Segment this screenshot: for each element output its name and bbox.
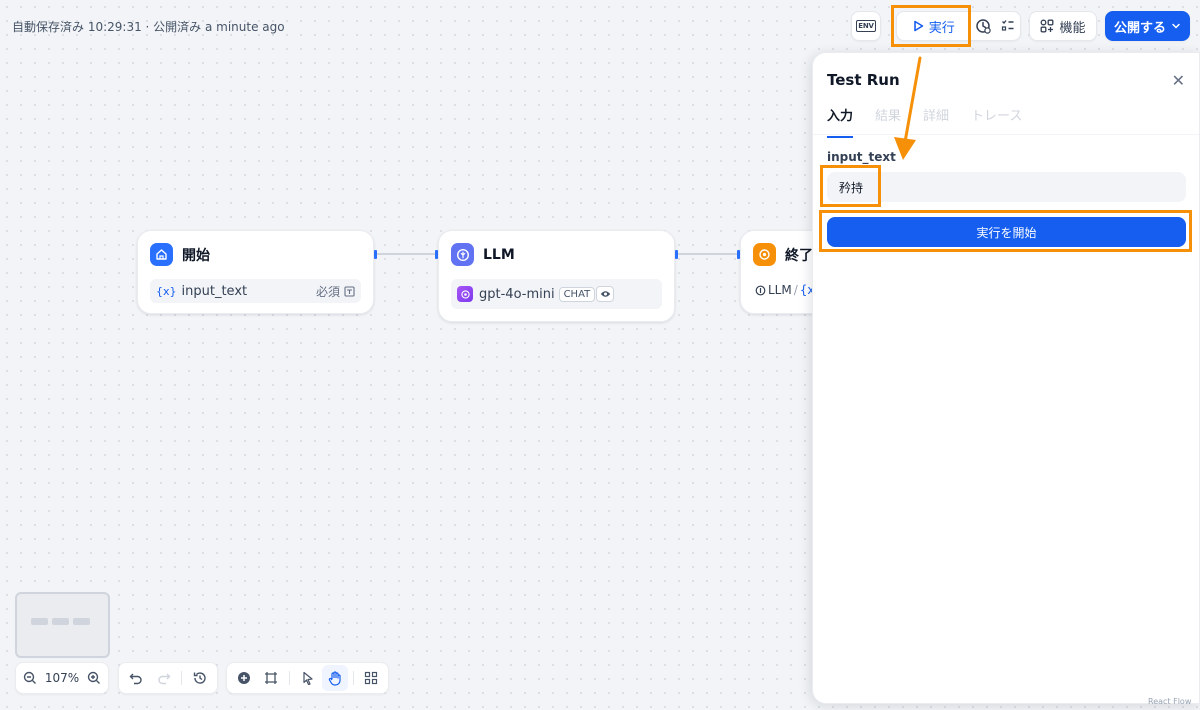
variable-icon: {x} <box>156 284 177 298</box>
redo-button[interactable] <box>151 665 177 691</box>
react-flow-credit[interactable]: React Flow <box>1148 697 1192 706</box>
zoom-controls: 107% <box>15 662 109 694</box>
run-history-button[interactable] <box>970 12 995 40</box>
llm-node-title: LLM <box>483 246 515 263</box>
home-icon <box>150 243 173 266</box>
organize-nodes-button[interactable] <box>359 665 384 691</box>
features-button[interactable]: 機能 <box>1029 11 1097 41</box>
test-run-panel: Test Run ✕ 入力 結果 詳細 トレース input_text 実行を開… <box>812 52 1200 704</box>
sticky-note-icon <box>265 672 278 684</box>
add-node-button[interactable] <box>231 665 256 691</box>
llm-node-icon <box>451 243 474 266</box>
end-node-icon <box>753 243 776 266</box>
start-variable-name: input_text <box>181 283 248 299</box>
canvas-tools <box>226 662 389 694</box>
redo-icon <box>157 673 171 685</box>
play-icon <box>913 20 923 32</box>
end-node-title: 終了 <box>785 247 813 264</box>
end-input-handle[interactable] <box>737 250 740 259</box>
text-field-icon <box>344 285 355 297</box>
publish-button[interactable]: 公開する <box>1105 11 1190 41</box>
llm-model-name: gpt-4o-mini <box>479 286 555 302</box>
hand-mode-button[interactable] <box>322 665 348 691</box>
run-button[interactable]: 実行 <box>897 12 970 40</box>
hand-icon <box>328 670 341 686</box>
llm-output-handle[interactable] <box>675 250 678 259</box>
end-ref-variable: {x <box>799 283 815 297</box>
end-ref-separator: / <box>793 283 798 297</box>
layout-grid-icon <box>365 671 378 685</box>
chevron-down-icon <box>1172 23 1180 29</box>
zoom-level[interactable]: 107% <box>44 671 80 685</box>
env-button[interactable]: ENV <box>851 11 881 41</box>
add-note-button[interactable] <box>258 665 283 691</box>
run-button-group: 実行 <box>896 11 1021 41</box>
start-run-button[interactable]: 実行を開始 <box>827 217 1186 247</box>
close-icon[interactable]: ✕ <box>1171 71 1185 90</box>
start-output-handle[interactable] <box>374 250 377 259</box>
start-node[interactable]: 開始 {x} input_text 必須 <box>137 230 374 314</box>
features-grid-icon <box>1041 19 1054 33</box>
tab-input[interactable]: 入力 <box>827 105 854 138</box>
input-text-field[interactable] <box>827 172 1186 202</box>
tab-detail[interactable]: 詳細 <box>923 109 950 124</box>
pointer-mode-button[interactable] <box>295 665 320 691</box>
version-history-button[interactable] <box>187 665 213 691</box>
required-badge: 必須 <box>316 283 355 300</box>
llm-model-row[interactable]: gpt-4o-mini CHAT <box>451 279 662 309</box>
zoom-in-icon <box>87 671 100 684</box>
features-label: 機能 <box>1059 20 1086 36</box>
tab-trace[interactable]: トレース <box>971 109 1023 124</box>
start-node-title: 開始 <box>182 247 210 264</box>
publish-label: 公開する <box>1113 20 1166 36</box>
llm-node[interactable]: LLM gpt-4o-mini CHAT <box>438 230 675 322</box>
tab-result[interactable]: 結果 <box>875 109 902 124</box>
end-ref-node: LLM <box>768 283 792 297</box>
chat-mode-tag: CHAT <box>558 286 596 302</box>
history-controls <box>118 662 218 694</box>
panel-tabs: 入力 結果 詳細 トレース <box>827 105 1199 138</box>
add-circle-icon <box>237 672 250 684</box>
undo-icon <box>129 673 142 685</box>
zoom-out-icon <box>24 671 37 684</box>
zoom-in-button[interactable] <box>83 665 104 691</box>
panel-title: Test Run <box>827 71 900 89</box>
checklist-button[interactable] <box>995 12 1020 40</box>
llm-ref-icon <box>755 285 766 295</box>
undo-button[interactable] <box>123 665 149 691</box>
tabs-divider <box>813 134 1199 135</box>
zoom-out-button[interactable] <box>20 665 41 691</box>
required-label: 必須 <box>315 284 340 299</box>
minimap[interactable] <box>15 592 110 658</box>
clock-play-icon <box>976 19 991 34</box>
start-variable-row[interactable]: {x} input_text 必須 <box>150 279 361 303</box>
autosave-status: 自動保存済み 10:29:31 · 公開済み a minute ago <box>12 20 285 34</box>
vision-eye-icon <box>596 286 615 302</box>
llm-input-handle[interactable] <box>435 250 438 259</box>
env-icon: ENV <box>856 20 876 32</box>
history-icon <box>193 672 206 684</box>
openai-model-icon <box>457 286 473 302</box>
end-output-row: LLM / {x <box>755 283 815 297</box>
run-label: 実行 <box>928 20 955 36</box>
checklist-icon <box>1001 20 1014 31</box>
input-text-label: input_text <box>827 150 896 164</box>
pointer-icon <box>302 671 313 685</box>
